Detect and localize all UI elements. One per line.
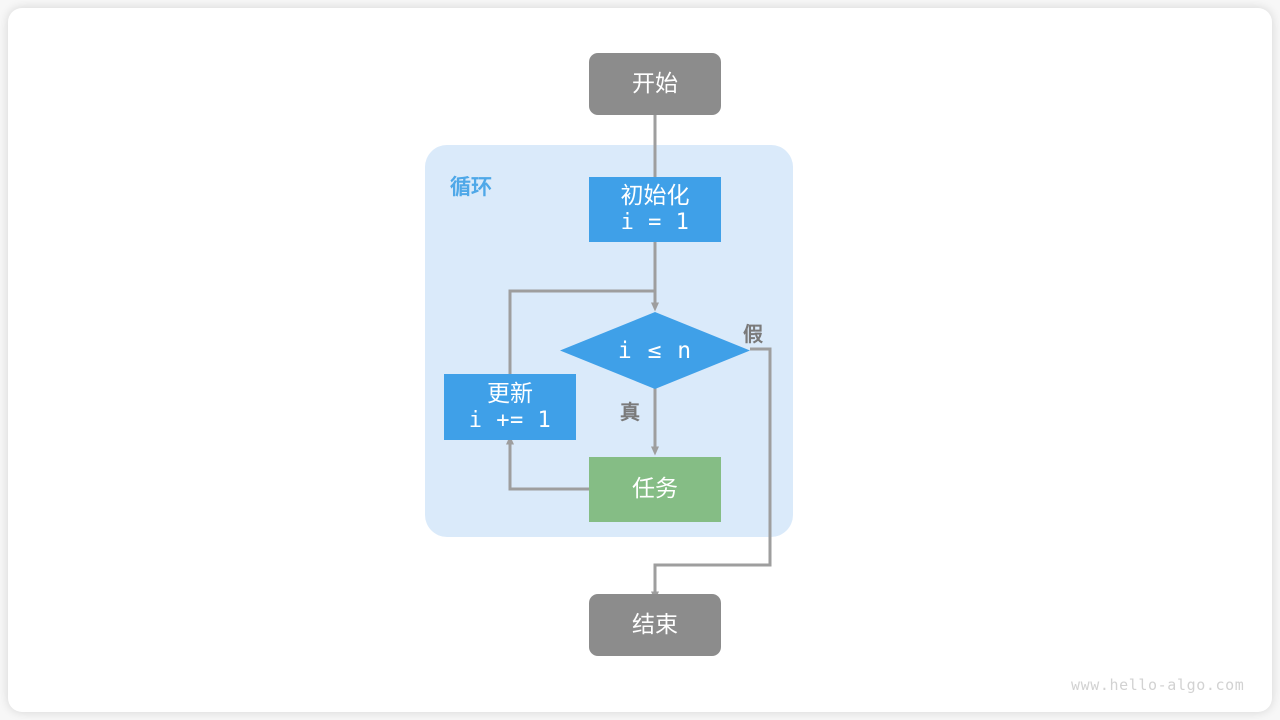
- flowchart-edges: [506, 115, 772, 601]
- node-start-label: 开始: [632, 70, 678, 97]
- node-task-label: 任务: [632, 476, 678, 503]
- flowchart-canvas: 循环: [8, 8, 1272, 712]
- edge-task-to-update: [506, 435, 589, 491]
- node-end[interactable]: 结束: [589, 594, 721, 656]
- watermark: www.hello-algo.com: [1071, 676, 1245, 694]
- loop-container-label: 循环: [450, 175, 492, 199]
- edge-update-to-condition: [508, 289, 657, 374]
- node-condition[interactable]: i ≤ n: [560, 312, 750, 389]
- edge-label-false: 假: [743, 322, 763, 346]
- node-end-label: 结束: [632, 611, 678, 638]
- node-task[interactable]: 任务: [589, 457, 721, 522]
- node-init-label-line2: i = 1: [620, 210, 690, 236]
- node-condition-label: i ≤ n: [617, 337, 693, 364]
- edge-condition-false-to-end: [651, 347, 772, 601]
- node-update-label-line2: i += 1: [468, 407, 552, 433]
- node-update-label-line1: 更新: [487, 380, 533, 407]
- node-start[interactable]: 开始: [589, 53, 721, 115]
- diamond-shape: [560, 312, 750, 389]
- node-update[interactable]: 更新 i += 1: [444, 374, 576, 440]
- node-init-label-line1: 初始化: [620, 183, 690, 210]
- edge-label-true: 真: [620, 400, 640, 424]
- diagram-card: 循环: [8, 8, 1272, 712]
- node-init[interactable]: 初始化 i = 1: [589, 177, 721, 242]
